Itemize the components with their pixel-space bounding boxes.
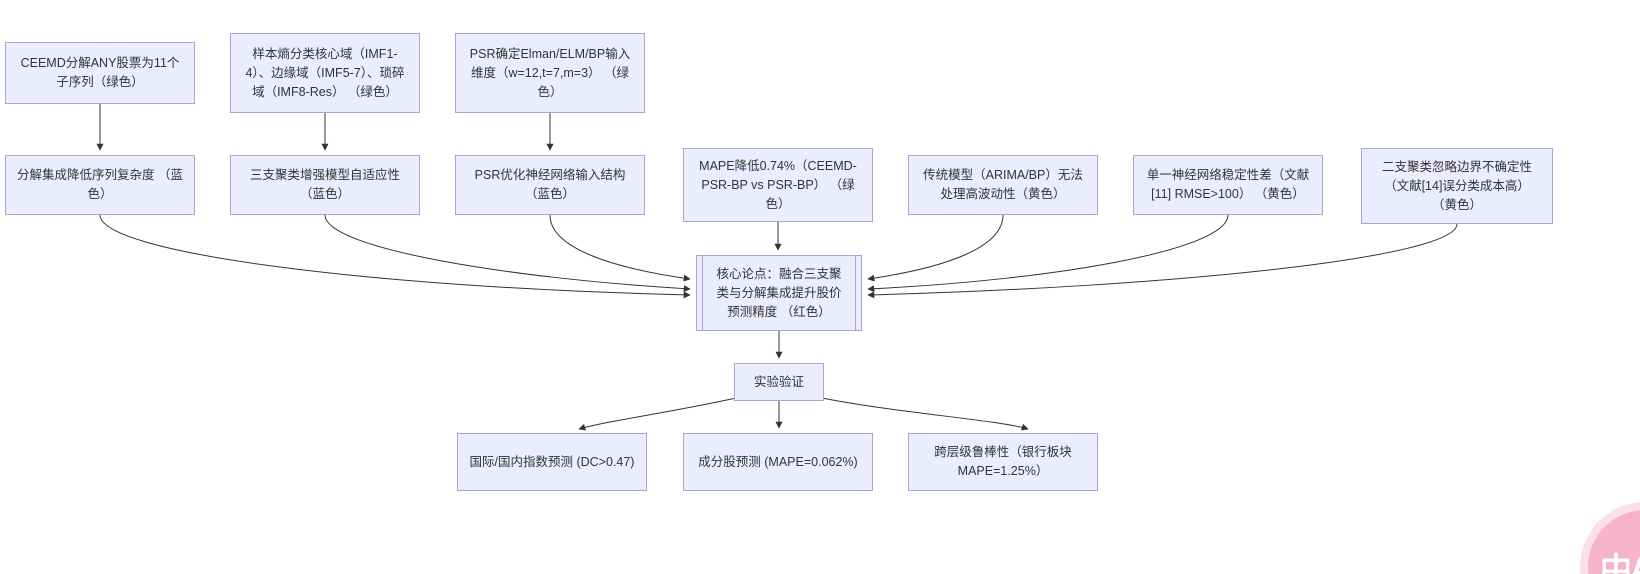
node-three-way-clustering: 三支聚类增强模型自适应性 （蓝色）	[230, 155, 420, 215]
node-traditional-limits: 传统模型（ARIMA/BP）无法处理高波动性（黄色）	[908, 155, 1098, 215]
node-label: PSR确定Elman/ELM/BP输入维度（w=12,t=7,m=3） （绿色）	[469, 46, 631, 99]
node-single-nn-instability: 单一神经网络稳定性差（文献[11] RMSE>100） （黄色）	[1133, 155, 1323, 215]
subroutine-border-left	[702, 256, 703, 330]
subroutine-border-right	[855, 256, 856, 330]
node-mape-improvement: MAPE降低0.74%（CEEMD-PSR-BP vs PSR-BP） （绿色）	[683, 148, 873, 222]
node-psr-input-dimension: PSR确定Elman/ELM/BP输入维度（w=12,t=7,m=3） （绿色）	[455, 33, 645, 113]
edge-singlenn-to-core	[867, 214, 1229, 293]
node-label: 单一神经网络稳定性差（文献[11] RMSE>100） （黄色）	[1146, 168, 1310, 201]
node-component-prediction: 成分股预测 (MAPE=0.062%)	[683, 433, 873, 491]
node-label: 样本熵分类核心域（IMF1-4）、边缘域（IMF5-7）、琐碎域（IMF8-Re…	[245, 46, 405, 99]
node-psr-structure: PSR优化神经网络输入结构 （蓝色）	[455, 155, 645, 215]
node-experiment-validation: 实验验证	[734, 363, 824, 401]
edge-experiment-to-robust	[821, 397, 1029, 431]
translate-icon: 中A	[1600, 551, 1640, 574]
node-index-prediction: 国际/国内指数预测 (DC>0.47)	[457, 433, 647, 491]
node-label: PSR优化神经网络输入结构 （蓝色）	[474, 168, 626, 201]
node-decomposition-benefit: 分解集成降低序列复杂度 （蓝色）	[5, 155, 195, 215]
node-label: 核心论点：融合三支聚类与分解集成提升股价预测精度 （红色）	[716, 266, 842, 319]
edge-twoway-to-core	[867, 223, 1458, 299]
node-label: 三支聚类增强模型自适应性 （蓝色）	[249, 168, 400, 201]
edge-traditional-to-core	[867, 214, 1004, 282]
edge-experiment-to-index	[578, 397, 737, 431]
node-label: MAPE降低0.74%（CEEMD-PSR-BP vs PSR-BP） （绿色）	[699, 158, 857, 211]
node-sample-entropy: 样本熵分类核心域（IMF1-4）、边缘域（IMF5-7）、琐碎域（IMF8-Re…	[230, 33, 420, 113]
node-label: 实验验证	[753, 374, 804, 389]
node-label: CEEMD分解ANY股票为11个 子序列（绿色）	[20, 56, 180, 89]
node-core-claim: 核心论点：融合三支聚类与分解集成提升股价预测精度 （红色）	[696, 255, 862, 331]
edge-threeway-to-core	[324, 214, 691, 293]
node-label: 国际/国内指数预测 (DC>0.47)	[469, 454, 635, 469]
translate-badge[interactable]: 中A	[1580, 502, 1640, 574]
node-label: 成分股预测 (MAPE=0.062%)	[698, 454, 858, 469]
edge-decomp-to-core	[99, 214, 691, 299]
node-label: 传统模型（ARIMA/BP）无法处理高波动性（黄色）	[923, 168, 1083, 201]
translate-badge-circle[interactable]: 中A	[1588, 510, 1640, 574]
node-two-way-limitation: 二支聚类忽略边界不确定性（文献[14]误分类成本高） （黄色）	[1361, 148, 1553, 224]
node-label: 跨层级鲁棒性（银行板块 MAPE=1.25%）	[934, 445, 1072, 478]
node-cross-level-robustness: 跨层级鲁棒性（银行板块 MAPE=1.25%）	[908, 433, 1098, 491]
node-ceemd-decomposition: CEEMD分解ANY股票为11个 子序列（绿色）	[5, 42, 195, 104]
node-label: 分解集成降低序列复杂度 （蓝色）	[17, 168, 183, 201]
node-label: 二支聚类忽略边界不确定性（文献[14]误分类成本高） （黄色）	[1381, 159, 1532, 212]
edge-psrstruct-to-core	[549, 214, 691, 282]
